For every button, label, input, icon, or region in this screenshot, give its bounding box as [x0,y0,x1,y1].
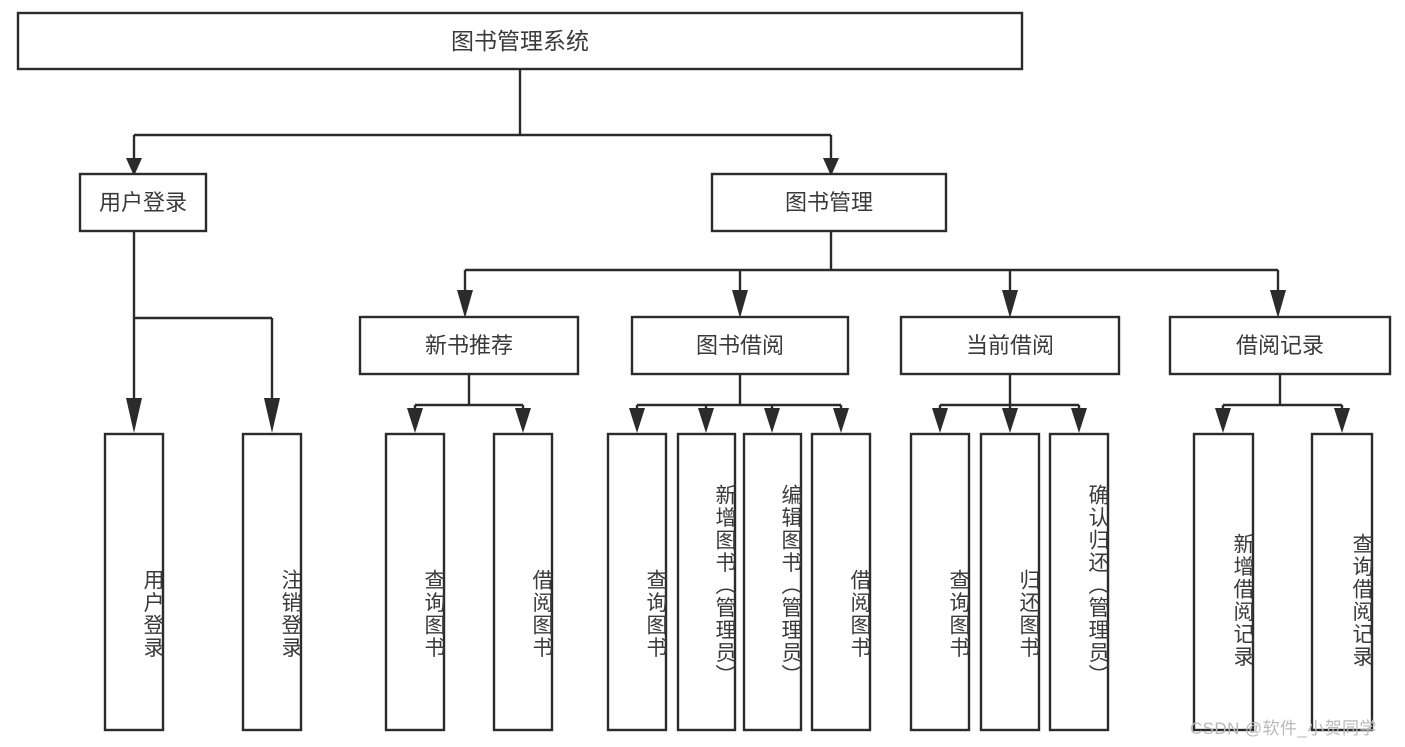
leaf-query-book-borrow[interactable] [606,432,668,732]
label-layer: 图书管理系统 用户登录 图书管理 新书推荐 图书借阅 当前借阅 借阅记录 [99,28,1324,358]
leaf-user-login[interactable] [103,432,165,732]
arrow-leaf-bookborrow-4 [833,408,849,433]
leaf-add-borrow-record[interactable] [1192,432,1255,732]
arrow-leaf-currentborrow-1 [932,408,948,433]
arrow-leaf-borrowrecord-2 [1334,408,1350,433]
node-root-book-system[interactable] [16,11,1024,71]
leaf-query-borrow-record[interactable] [1310,432,1374,732]
arrow-to-borrow-record [1270,290,1286,318]
arrow-to-new-book [457,290,473,318]
label-borrow-record: 借阅记录 [1236,333,1324,358]
arrow-to-book-mgmt [823,158,839,176]
leaf-confirm-return-admin[interactable] [1048,432,1110,732]
arrow-to-user-login [126,158,142,176]
arrow-leaf-currentborrow-2 [1002,408,1018,433]
leaf-logout[interactable] [241,432,303,732]
arrow-leaf-logout [264,398,280,433]
arrow-leaf-newbook-2 [515,408,531,433]
arrow-leaf-bookborrow-1 [629,408,645,433]
label-current-borrow: 当前借阅 [966,333,1054,358]
arrow-leaf-user-login [126,398,142,433]
node-layer [16,11,1392,732]
leaf-return-book[interactable] [979,432,1041,732]
arrow-leaf-newbook-1 [407,408,423,433]
leaf-edit-book-admin[interactable] [742,432,803,732]
node-new-book-recommend[interactable] [358,315,580,376]
node-borrow-record[interactable] [1168,315,1392,376]
label-book-borrow: 图书借阅 [696,333,784,358]
connector-layer [126,69,1350,433]
label-user-login: 用户登录 [99,190,187,215]
leaf-add-book-admin[interactable] [676,432,737,732]
leaf-query-book-newbook[interactable] [384,432,446,732]
node-book-management[interactable] [710,172,948,233]
arrow-to-current-borrow [1002,290,1018,318]
watermark-csdn: CSDN @软件_小贺同学 [1190,719,1377,738]
label-root: 图书管理系统 [451,28,589,54]
arrow-leaf-currentborrow-3 [1071,408,1087,433]
node-book-borrow[interactable] [630,315,850,376]
label-new-book-recommend: 新书推荐 [425,333,513,358]
node-user-login[interactable] [78,172,208,233]
arrow-leaf-borrowrecord-1 [1215,408,1231,433]
leaf-borrow-book[interactable] [810,432,872,732]
leaf-query-book-current[interactable] [909,432,971,732]
arrow-leaf-bookborrow-3 [764,408,780,433]
arrow-leaf-bookborrow-2 [698,408,714,433]
node-current-borrow[interactable] [899,315,1121,376]
leaf-borrow-book-newbook[interactable] [492,432,554,732]
label-book-management: 图书管理 [785,190,873,215]
arrow-to-book-borrow [732,290,748,318]
